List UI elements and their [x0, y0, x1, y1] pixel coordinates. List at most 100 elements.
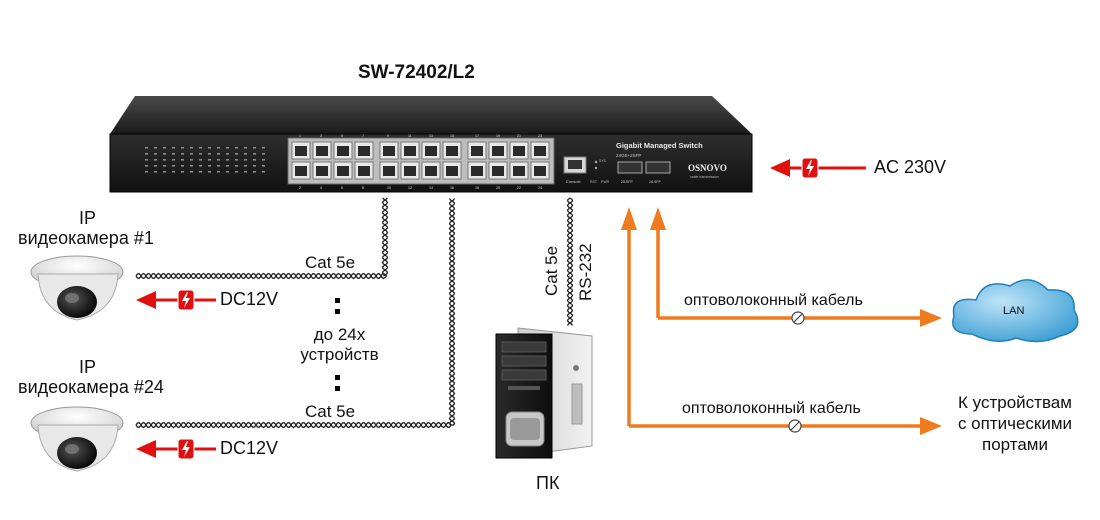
port-number-bottom: 14: [429, 186, 433, 190]
status-led: [262, 147, 265, 149]
status-led: [145, 165, 148, 167]
status-led: [244, 147, 247, 149]
status-led: [154, 165, 157, 167]
rj45-port-socket: [383, 146, 395, 156]
status-led: [226, 153, 229, 155]
rj45-port-socket: [358, 166, 370, 176]
twisted-pair-cables: [135, 197, 574, 429]
pc-cable-label-cat5e: Cat 5e: [542, 245, 561, 296]
rj45-port-socket: [337, 146, 349, 156]
status-led: [163, 165, 166, 167]
status-led: [190, 153, 193, 155]
status-led: [226, 171, 229, 173]
fiber-coupler-icon: [788, 419, 802, 433]
ac-power-input: [770, 157, 866, 179]
status-led: [244, 171, 247, 173]
rj45-port-socket: [425, 166, 437, 176]
rj45-port-socket: [534, 166, 546, 176]
status-led: [208, 171, 211, 173]
status-led: [163, 153, 166, 155]
twisted-pair-strand: [135, 198, 456, 429]
status-led: [217, 153, 220, 155]
status-led: [226, 165, 229, 167]
rst-label: RST: [590, 180, 598, 184]
port-number-top: 7: [362, 134, 364, 138]
status-led: [262, 165, 265, 167]
status-led: [199, 171, 202, 173]
network-switch: 123456789101112131415161718192021222324 …: [109, 96, 753, 193]
status-led: [208, 159, 211, 161]
camera-24-label-line1: IP: [78, 357, 96, 377]
port-number-bottom: 6: [341, 186, 343, 190]
status-led: [145, 159, 148, 161]
dc-power-arrow-camera-24: [136, 438, 216, 460]
port-number-top: 1: [299, 134, 301, 138]
port-number-bottom: 10: [387, 186, 391, 190]
status-led: [145, 147, 148, 149]
port-number-bottom: 8: [362, 186, 364, 190]
lightning-icon: [801, 157, 819, 179]
camera-1-label-line2: видеокамера #1: [18, 228, 154, 248]
status-led: [190, 159, 193, 161]
status-led: [226, 159, 229, 161]
port-number-top: 5: [341, 134, 343, 138]
status-led: [181, 159, 184, 161]
lightning-icon: [177, 438, 195, 460]
status-led: [172, 159, 175, 161]
status-led: [190, 171, 193, 173]
status-led: [226, 147, 229, 149]
dc-power-arrow-camera-1: [136, 289, 216, 311]
optical-devices-line2: с оптическими: [957, 414, 1073, 433]
pc-cable-label-rs232: RS-232: [576, 243, 595, 301]
ellipsis-dots: [335, 298, 340, 391]
rj45-port-socket: [383, 166, 395, 176]
twisted-pair-strand: [566, 197, 574, 326]
ip-dome-camera-icon: [30, 255, 124, 321]
status-led: [145, 153, 148, 155]
port-number-top: 15: [450, 134, 454, 138]
rj45-port-socket: [492, 146, 504, 156]
status-led: [172, 165, 175, 167]
status-led: [262, 159, 265, 161]
status-led: [253, 159, 256, 161]
status-led: [235, 153, 238, 155]
port-number-bottom: 22: [517, 186, 521, 190]
status-led: [199, 159, 202, 161]
port-number-top: 9: [387, 134, 389, 138]
rj45-port-socket: [404, 146, 416, 156]
rj45-port-socket: [316, 166, 328, 176]
port-number-top: 23: [538, 134, 542, 138]
brand-logo: OSNOVO: [688, 163, 727, 173]
twisted-pair-strand: [135, 198, 456, 429]
port-number-bottom: 16: [450, 186, 454, 190]
panel-subtitle: 24GE+2SFP: [616, 153, 641, 158]
camera-1-cable-label: Cat 5e: [305, 253, 356, 272]
rj45-port-socket: [404, 166, 416, 176]
sfp-port-26: [645, 161, 671, 174]
fiber-arrowheads: [621, 207, 942, 435]
rj45-port-socket: [446, 166, 458, 176]
rj45-port-socket: [534, 146, 546, 156]
device-count-line2: устройств: [300, 345, 379, 364]
camera-24-label-line2: видеокамера #24: [18, 377, 164, 397]
status-led: [208, 147, 211, 149]
status-led: [181, 165, 184, 167]
status-led: [208, 153, 211, 155]
port-number-top: 3: [320, 134, 322, 138]
rj45-port-socket: [316, 146, 328, 156]
rj45-port-socket: [446, 146, 458, 156]
rj45-port-socket: [337, 166, 349, 176]
status-led: [262, 171, 265, 173]
optical-devices-line3: портами: [982, 435, 1048, 454]
port-number-bottom: 12: [408, 186, 412, 190]
rj45-port-socket: [425, 146, 437, 156]
status-led: [154, 159, 157, 161]
status-led: [145, 171, 148, 173]
status-led: [172, 147, 175, 149]
fiber-1-label: оптоволоконный кабель: [684, 292, 863, 309]
ac-power-arrowhead: [770, 159, 790, 177]
optical-devices-line1: К устройствам: [958, 393, 1072, 412]
twisted-pair-strand: [566, 197, 574, 326]
status-led: [235, 165, 238, 167]
